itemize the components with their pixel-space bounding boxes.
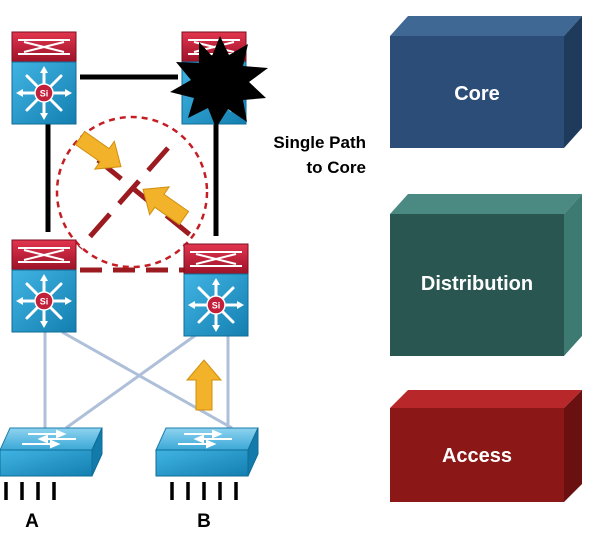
layer-block-access: Access — [390, 390, 582, 502]
host-ports-b — [170, 482, 238, 500]
host-ports-a — [4, 482, 56, 500]
layer-label-core: Core — [454, 83, 500, 105]
annotation-line2: to Core — [307, 158, 367, 177]
traffic-arrow-icon — [69, 123, 132, 182]
traffic-arrow-icon — [186, 359, 222, 411]
distribution-switch-left[interactable] — [10, 238, 78, 334]
core-switch-left[interactable] — [10, 30, 78, 126]
access-switch-a[interactable] — [0, 427, 103, 477]
annotation-line1: Single Path — [273, 133, 366, 152]
layer3-switch-icon — [182, 242, 250, 338]
failure-burst-icon — [170, 36, 268, 128]
traffic-arrow-icon — [132, 174, 195, 233]
layer3-switch-icon — [10, 238, 78, 334]
failed-link-diagonal — [78, 146, 196, 250]
layer-block-core: Core — [390, 16, 582, 148]
access-switch-icon — [155, 427, 259, 477]
failure-zone-circle — [55, 115, 209, 269]
uplinks-access — [43, 330, 233, 430]
layer-label-distribution: Distribution — [421, 273, 533, 295]
access-switch-icon — [0, 427, 103, 477]
host-label-b: B — [197, 511, 211, 532]
layer-block-distribution: Distribution — [390, 194, 582, 356]
layer-label-access: Access — [442, 445, 512, 467]
host-label-a: A — [25, 511, 39, 532]
layer3-switch-icon — [10, 30, 78, 126]
distribution-switch-right[interactable] — [182, 242, 250, 338]
access-switch-b[interactable] — [155, 427, 259, 477]
